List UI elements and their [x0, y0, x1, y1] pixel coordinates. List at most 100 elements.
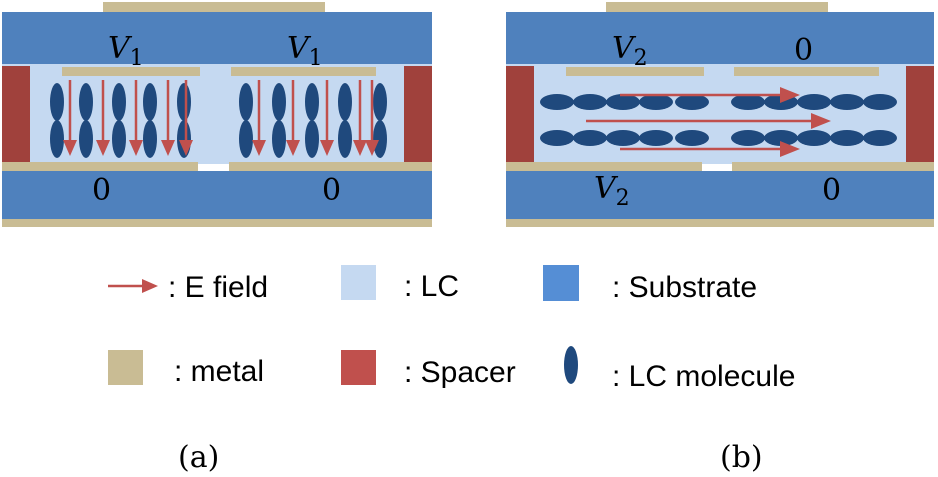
- legend-efield-label: : E field: [168, 271, 268, 304]
- panel-a-label-top-left: V1: [108, 31, 144, 71]
- lc-molecule: [675, 130, 709, 146]
- panel-b-caption: (b): [720, 440, 763, 475]
- legend-lc-molecule-icon: [564, 346, 578, 384]
- efield-arrow-head: [811, 113, 831, 129]
- legend-molecule-label: : LC molecule: [612, 360, 795, 393]
- legend-efield: : E field: [108, 271, 268, 304]
- panel-a-top-outer-metal: [103, 2, 325, 12]
- panel-a-bottom-outer-metal: [2, 219, 432, 227]
- legend-substrate: : Substrate: [543, 265, 757, 304]
- panel-b-molecules: [540, 94, 897, 146]
- efield-arrow-head: [365, 140, 379, 156]
- lc-molecule: [797, 130, 831, 146]
- panel-a-bottom-electrode-right: [229, 162, 432, 171]
- lc-molecule: [830, 130, 864, 146]
- panel-a-top-electrode-right: [231, 67, 376, 76]
- legend-efield-arrowhead-icon: [142, 279, 158, 293]
- panel-a-bottom-electrode-left: [2, 162, 198, 171]
- panel-b-bottom-electrode-right: [732, 162, 934, 171]
- lc-molecule: [863, 94, 897, 110]
- panel-b-bottom-substrate: [506, 171, 934, 219]
- panel-b-top-electrode-right: [734, 67, 879, 76]
- efield-arrow-head: [129, 140, 143, 156]
- panel-a: V1 V1 0 0: [2, 2, 432, 227]
- panel-a-label-bottom-left: 0: [92, 173, 111, 208]
- panel-b-top-substrate: [506, 12, 934, 64]
- legend-spacer-swatch: [341, 350, 376, 385]
- legend-metal-label: : metal: [174, 355, 264, 388]
- panel-b-lc-layer: [506, 64, 934, 164]
- panel-a-lc-layer: [2, 64, 432, 164]
- lc-molecule: [305, 83, 319, 121]
- panel-a-label-top-right: V1: [287, 31, 323, 71]
- lc-molecule: [731, 94, 765, 110]
- lc-molecule: [177, 120, 191, 158]
- efield-arrow-head: [780, 87, 800, 103]
- efield-arrow-head: [353, 140, 367, 156]
- panel-a-spacer-right: [404, 66, 432, 164]
- panel-b-spacer-left: [506, 66, 534, 164]
- lc-molecule: [177, 83, 191, 121]
- lc-molecule: [112, 83, 126, 121]
- lc-molecule: [50, 83, 64, 121]
- lc-molecule: [639, 130, 673, 146]
- lc-molecule: [338, 120, 352, 158]
- panel-b-bottom-outer-metal: [506, 219, 934, 227]
- panel-b: V2 0 V2 0: [506, 2, 934, 227]
- lc-molecule: [830, 94, 864, 110]
- lc-molecule: [863, 130, 897, 146]
- lc-molecule: [373, 120, 387, 158]
- lc-molecule: [272, 83, 286, 121]
- efield-arrow-head: [252, 140, 266, 156]
- panel-b-spacer-right: [906, 66, 934, 164]
- panel-a-bottom-substrate: [2, 171, 432, 219]
- legend-molecule: : LC molecule: [564, 346, 795, 393]
- lc-molecule: [143, 120, 157, 158]
- panel-b-label-bottom-left: V2: [594, 171, 630, 211]
- efield-arrow-head: [96, 140, 110, 156]
- legend-metal-swatch: [108, 350, 143, 385]
- lc-molecule: [675, 94, 709, 110]
- efield-arrow-head: [63, 140, 77, 156]
- legend-metal: : metal: [108, 350, 264, 388]
- lc-molecule: [143, 83, 157, 121]
- lc-molecule: [272, 120, 286, 158]
- efield-arrow-head: [320, 140, 334, 156]
- panel-a-top-substrate: [2, 12, 432, 64]
- lc-molecule: [239, 83, 253, 121]
- lc-molecule: [606, 130, 640, 146]
- panel-b-top-outer-metal: [606, 2, 828, 12]
- lc-molecule: [338, 83, 352, 121]
- panel-a-molecules: [50, 83, 387, 158]
- lc-molecule: [239, 120, 253, 158]
- lc-molecule: [573, 94, 607, 110]
- panel-a-efield-arrows: [63, 80, 379, 156]
- legend-spacer: : Spacer: [341, 350, 516, 389]
- panel-a-spacer-left: [2, 66, 30, 164]
- panel-b-label-top-right: 0: [794, 33, 813, 68]
- panel-b-bottom-electrode-left: [506, 162, 702, 171]
- lc-molecule: [573, 130, 607, 146]
- legend: : E field : LC : Substrate : metal : Spa…: [108, 265, 795, 393]
- legend-lc: : LC: [341, 265, 459, 303]
- lc-molecule: [79, 83, 93, 121]
- efield-arrow-head: [780, 141, 800, 157]
- lc-molecule: [373, 83, 387, 121]
- panel-a-top-electrode-left: [62, 67, 200, 76]
- efield-arrow-head: [179, 140, 193, 156]
- legend-lc-label: : LC: [404, 270, 459, 303]
- panel-b-top-electrode-left: [566, 67, 704, 76]
- legend-lc-swatch: [341, 265, 376, 300]
- lc-molecule: [305, 120, 319, 158]
- efield-arrow-head: [161, 140, 175, 156]
- lc-molecule: [764, 130, 798, 146]
- lc-molecule: [50, 120, 64, 158]
- lc-molecule: [79, 120, 93, 158]
- panel-b-label-top-left: V2: [612, 31, 648, 71]
- panel-a-caption: (a): [178, 440, 219, 475]
- legend-substrate-label: : Substrate: [612, 271, 757, 304]
- panel-b-efield-arrows: [586, 87, 831, 157]
- lc-molecule: [606, 94, 640, 110]
- lc-molecule: [540, 130, 574, 146]
